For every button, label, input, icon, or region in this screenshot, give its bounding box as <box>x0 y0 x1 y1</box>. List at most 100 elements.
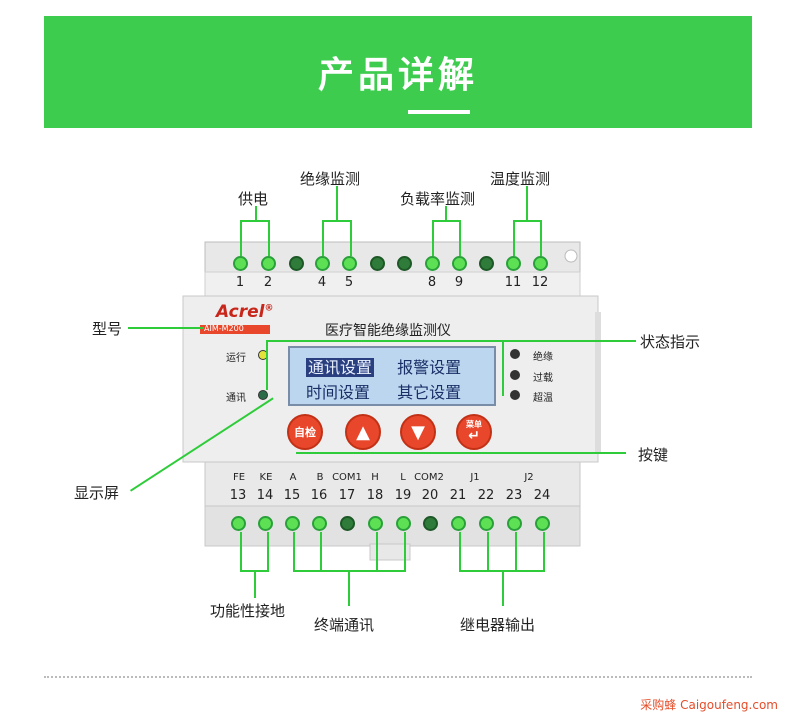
lcd-row-1: 通讯设置 报警设置 <box>306 354 461 378</box>
lcd-item-other-settings: 其它设置 <box>397 383 462 402</box>
overload-led <box>510 370 520 380</box>
menu-enter-button[interactable]: 菜单 ↵ <box>456 414 492 450</box>
led-label-overtemp: 超温 <box>533 393 553 404</box>
terminal-name: B <box>316 472 324 483</box>
terminal-name: KE <box>259 472 273 483</box>
callout-comm: 终端通讯 <box>314 616 375 634</box>
terminal-name: A <box>289 472 297 483</box>
callout-line <box>404 532 406 572</box>
lcd-item-comm-settings: 通讯设置 <box>306 358 375 377</box>
callout-line <box>540 220 542 256</box>
model-number: AIM-M200 <box>204 324 244 333</box>
callout-line <box>266 340 636 342</box>
callout-line <box>296 452 626 454</box>
callout-line <box>320 532 322 572</box>
terminal-4 <box>315 256 330 271</box>
terminal-number: 22 <box>477 488 495 503</box>
terminal-number: 18 <box>366 488 384 503</box>
callout-line <box>445 206 447 220</box>
callout-line <box>432 220 460 222</box>
callout-status: 状态指示 <box>640 333 701 351</box>
terminal-number: 15 <box>283 488 301 503</box>
terminal-2 <box>261 256 276 271</box>
banner-title: 产品详解 <box>317 55 478 96</box>
lcd-row-2: 时间设置 其它设置 <box>306 379 461 403</box>
terminal-number: 2 <box>263 275 273 290</box>
callout-insulation: 绝缘监测 <box>300 170 361 188</box>
terminal-19 <box>396 516 411 531</box>
lcd-item-alarm-settings: 报警设置 <box>397 358 462 377</box>
terminal-number: 16 <box>310 488 328 503</box>
callout-line <box>255 206 257 220</box>
terminal-number: 9 <box>454 275 464 290</box>
callout-line <box>350 220 352 256</box>
callout-line <box>293 532 295 572</box>
lcd-item-time-settings: 时间设置 <box>306 383 371 402</box>
title-banner: 产品详解 <box>44 16 752 128</box>
terminal-number: 14 <box>256 488 274 503</box>
brand-name: Acrel <box>216 302 265 322</box>
brand-logo: Acrel® <box>216 302 273 322</box>
terminal-name: J2 <box>524 472 534 483</box>
led-label-comm: 通讯 <box>226 393 246 404</box>
terminal-22 <box>479 516 494 531</box>
callout-power: 供电 <box>238 190 269 208</box>
callout-line <box>336 186 338 220</box>
banner-underline <box>408 110 470 114</box>
terminal-24 <box>535 516 550 531</box>
terminal-name: H <box>371 472 379 483</box>
callout-line <box>432 220 434 256</box>
down-arrow-icon: ▼ <box>411 421 425 443</box>
callout-line <box>266 340 268 390</box>
callout-line <box>322 220 352 222</box>
self-test-button[interactable]: 自检 <box>287 414 323 450</box>
terminal-13 <box>231 516 246 531</box>
callout-line <box>515 532 517 572</box>
terminal-3 <box>289 256 304 271</box>
callout-line <box>240 220 270 222</box>
led-label-overload: 过载 <box>533 373 553 384</box>
terminal-7 <box>397 256 412 271</box>
up-button[interactable]: ▲ <box>345 414 381 450</box>
registered-mark: ® <box>264 303 274 314</box>
callout-line <box>322 220 324 256</box>
terminal-5 <box>342 256 357 271</box>
terminal-number: 19 <box>394 488 412 503</box>
callout-line <box>240 220 242 256</box>
terminal-number: 12 <box>531 275 549 290</box>
led-label-insulation: 绝缘 <box>533 352 553 363</box>
callout-load: 负载率监测 <box>400 190 476 208</box>
menu-label: 菜单 <box>466 420 482 429</box>
terminal-9 <box>452 256 467 271</box>
overtemp-led <box>510 390 520 400</box>
terminal-number: 5 <box>344 275 354 290</box>
terminal-1 <box>233 256 248 271</box>
terminal-12 <box>533 256 548 271</box>
terminal-name: COM1 <box>332 472 362 483</box>
callout-line <box>502 340 504 396</box>
callout-temperature: 温度监测 <box>490 170 551 188</box>
terminal-23 <box>507 516 522 531</box>
callout-line <box>459 532 461 572</box>
enter-icon: ↵ <box>468 428 480 444</box>
terminal-number: 24 <box>533 488 551 503</box>
down-button[interactable]: ▼ <box>400 414 436 450</box>
terminal-name: FE <box>232 472 246 483</box>
callout-keys: 按键 <box>638 446 669 464</box>
terminal-8 <box>425 256 440 271</box>
callout-line <box>376 532 378 572</box>
terminal-number: 11 <box>504 275 522 290</box>
insulation-led <box>510 349 520 359</box>
footer-divider <box>44 676 752 678</box>
callout-line <box>487 532 489 572</box>
device-name: 医疗智能绝缘监测仪 <box>325 323 451 339</box>
terminal-14 <box>258 516 273 531</box>
terminal-15 <box>285 516 300 531</box>
terminal-17 <box>340 516 355 531</box>
callout-relay: 继电器输出 <box>460 616 536 634</box>
terminal-6 <box>370 256 385 271</box>
terminal-number: 8 <box>427 275 437 290</box>
terminal-number: 1 <box>235 275 245 290</box>
callout-line <box>513 220 541 222</box>
